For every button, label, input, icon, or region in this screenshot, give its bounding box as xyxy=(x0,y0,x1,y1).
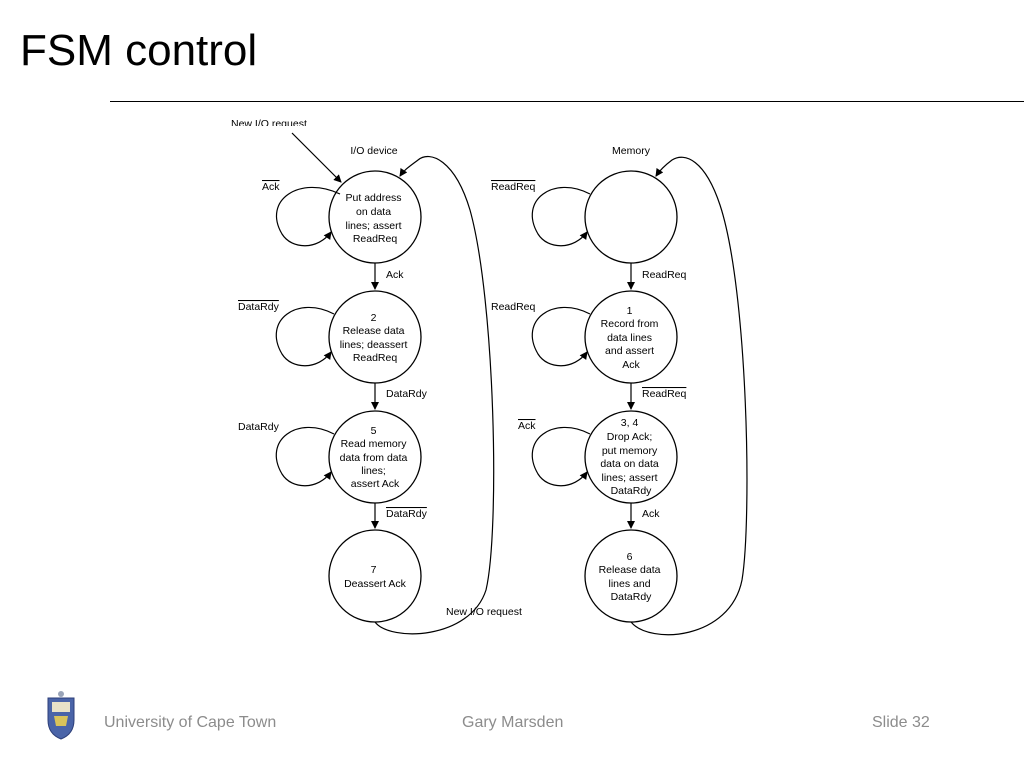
io-self-loop-0 xyxy=(275,186,341,247)
io-loop-label-0: Ack xyxy=(262,181,280,193)
university-crest-logo xyxy=(42,690,80,745)
footer-institution: University of Cape Town xyxy=(104,714,277,731)
io-device-heading: I/O device xyxy=(350,145,397,157)
footer-author: Gary Marsden xyxy=(462,714,564,731)
mem-transition-label-0: ReadReq xyxy=(642,269,687,281)
entry-arrow xyxy=(291,132,342,183)
io-self-loop-5 xyxy=(275,426,335,487)
memory-heading: Memory xyxy=(612,145,651,157)
io-transition-label-0: Ack xyxy=(386,269,404,281)
io-transition-label-1: DataRdy xyxy=(386,388,428,400)
io-self-loop-2 xyxy=(275,306,335,367)
mem-state-6-text: 6 Release data lines and DataRdy xyxy=(599,551,664,603)
mem-loop-label-0: ReadReq xyxy=(491,181,536,193)
io-transition-label-2: DataRdy xyxy=(386,508,428,520)
mem-self-loop-1 xyxy=(531,306,591,367)
fsm-diagram: New I/O request I/O device Memory Put ad… xyxy=(231,118,748,636)
mem-loop-label-1: ReadReq xyxy=(491,301,536,313)
footer-slide-number: Slide 32 xyxy=(872,714,930,731)
io-return-label: New I/O request xyxy=(446,606,522,618)
title-divider xyxy=(110,101,1024,102)
mem-transition-label-2: Ack xyxy=(642,508,660,520)
mem-state-1-text: 1 Record from data lines and assert Ack xyxy=(601,305,662,371)
mem-state-34-text: 3, 4 Drop Ack; put memory data on data l… xyxy=(600,417,661,497)
memory-fsm: 1 Record from data lines and assert Ack … xyxy=(491,156,748,636)
mem-self-loop-0 xyxy=(531,186,591,247)
slide-title: FSM control xyxy=(20,26,258,75)
mem-transition-label-1: ReadReq xyxy=(642,388,687,400)
io-state-2-text: 2 Release data lines; deassert ReadReq xyxy=(340,312,411,364)
io-return-loop xyxy=(374,155,495,635)
io-state-0-text: Put address on data lines; assert ReadRe… xyxy=(346,192,405,245)
io-state-7 xyxy=(328,529,422,623)
io-state-5-text: 5 Read memory data from data lines; asse… xyxy=(340,425,411,490)
mem-self-loop-34 xyxy=(531,426,591,487)
mem-state-6 xyxy=(584,529,678,623)
io-loop-label-1: DataRdy xyxy=(238,301,280,313)
io-loop-label-2: DataRdy xyxy=(238,421,280,433)
io-device-fsm: Put address on data lines; assert ReadRe… xyxy=(238,155,522,635)
mem-return-loop xyxy=(630,156,748,636)
io-state-2 xyxy=(328,290,422,384)
mem-state-0 xyxy=(584,170,678,264)
io-state-7-text: 7 Deassert Ack xyxy=(344,564,407,590)
mem-loop-label-2: Ack xyxy=(518,420,536,432)
